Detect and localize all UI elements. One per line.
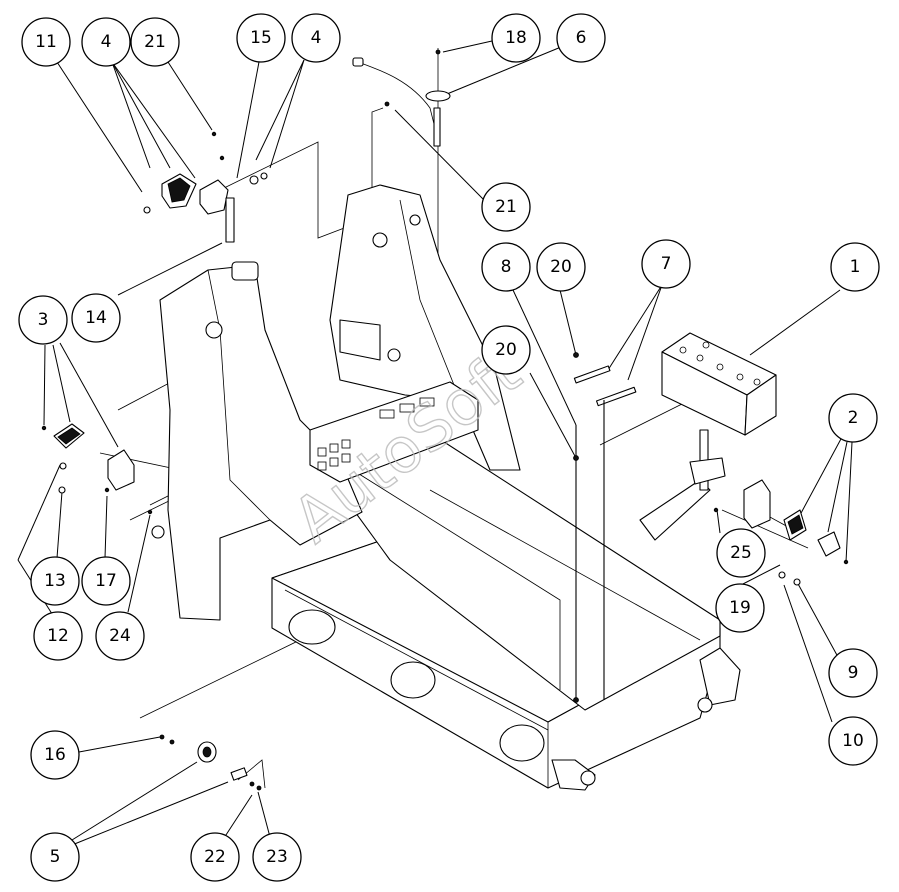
callout-14: 14	[71, 293, 121, 343]
callout-12: 12	[33, 611, 83, 661]
callout-4-right: 4	[291, 13, 341, 63]
side-hole-middle	[390, 661, 436, 699]
left-lamp-assembly	[41, 423, 153, 515]
callout-20-lower: 20	[481, 325, 531, 375]
callout-21-right: 21	[481, 182, 531, 232]
svg-text:7: 7	[661, 254, 672, 274]
callout-25: 25	[716, 528, 766, 578]
svg-text:3: 3	[38, 310, 49, 330]
callout-10: 10	[828, 716, 878, 766]
svg-text:24: 24	[109, 626, 131, 646]
side-hole-right	[499, 724, 545, 762]
svg-text:25: 25	[730, 543, 752, 563]
svg-text:17: 17	[95, 571, 117, 591]
svg-text:12: 12	[47, 626, 69, 646]
svg-text:6: 6	[576, 28, 587, 48]
svg-text:21: 21	[144, 32, 166, 52]
callout-22: 22	[190, 832, 240, 882]
callout-18: 18	[491, 13, 541, 63]
callout-17: 17	[81, 556, 131, 606]
callout-6: 6	[556, 13, 606, 63]
svg-text:22: 22	[204, 847, 226, 867]
svg-text:2: 2	[848, 408, 859, 428]
callout-1: 1	[830, 242, 880, 292]
leader-lines	[17, 40, 853, 846]
callout-8: 8	[481, 242, 531, 292]
callout-3: 3	[18, 295, 68, 345]
callout-24: 24	[95, 611, 145, 661]
svg-text:18: 18	[505, 28, 527, 48]
callout-13: 13	[30, 556, 80, 606]
svg-text:19: 19	[729, 598, 751, 618]
svg-text:21: 21	[495, 197, 517, 217]
svg-text:11: 11	[35, 32, 57, 52]
loader-main-frame	[151, 49, 741, 791]
svg-text:13: 13	[44, 571, 66, 591]
right-lamp-assembly	[713, 479, 849, 586]
svg-text:20: 20	[495, 340, 517, 360]
callout-4-left: 4	[81, 17, 131, 67]
svg-text:8: 8	[501, 257, 512, 277]
svg-text:14: 14	[85, 308, 107, 328]
callout-5: 5	[30, 832, 80, 882]
callout-20-upper: 20	[536, 242, 586, 292]
svg-text:5: 5	[50, 847, 61, 867]
callout-21-top: 21	[130, 17, 180, 67]
dash-panel	[309, 381, 479, 483]
side-hole-left	[288, 609, 336, 645]
callout-15: 15	[236, 13, 286, 63]
svg-text:20: 20	[550, 257, 572, 277]
grommet-6	[425, 90, 451, 102]
top-lamp-assembly	[143, 131, 268, 243]
svg-text:16: 16	[44, 745, 66, 765]
callout-11: 11	[21, 17, 71, 67]
svg-text:4: 4	[311, 28, 322, 48]
battery	[661, 332, 777, 436]
callout-9: 9	[828, 648, 878, 698]
left-tower	[159, 264, 363, 621]
svg-text:15: 15	[250, 28, 272, 48]
svg-text:9: 9	[848, 663, 859, 683]
svg-text:23: 23	[266, 847, 288, 867]
svg-text:1: 1	[850, 257, 861, 277]
callout-23: 23	[252, 832, 302, 882]
battery-bracket	[639, 479, 711, 541]
callout-2: 2	[828, 393, 878, 443]
svg-text:10: 10	[842, 731, 864, 751]
svg-text:4: 4	[101, 32, 112, 52]
callout-19: 19	[715, 583, 765, 633]
callout-bubbles: 11 4 21 15 4 18 6 21 8 20 7 1 14 3 20 2 …	[18, 13, 880, 882]
callout-7: 7	[641, 239, 691, 289]
callout-16: 16	[30, 730, 80, 780]
